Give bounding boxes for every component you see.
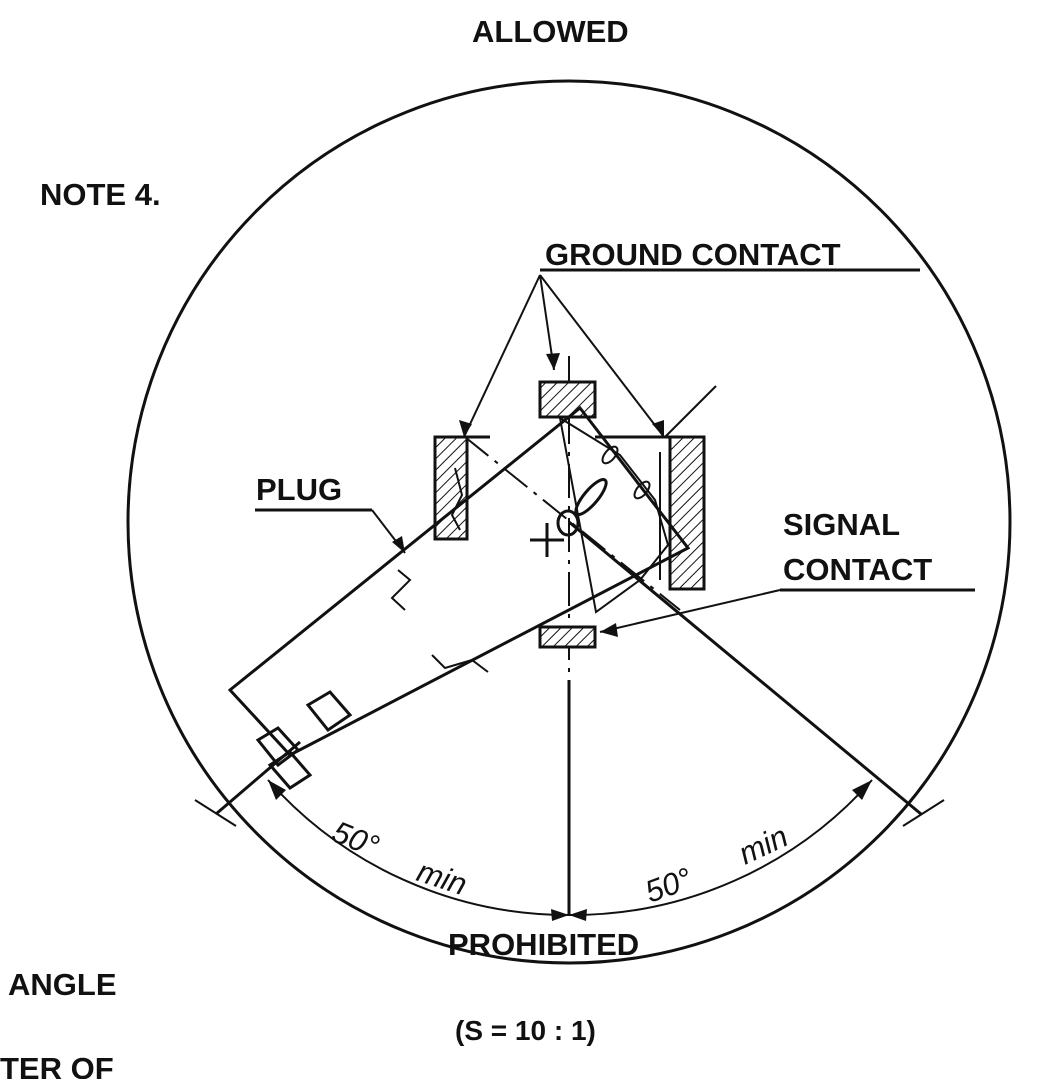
ground-contact-left xyxy=(433,435,469,541)
plug-tip-outline xyxy=(558,415,670,614)
signal-pin-slot xyxy=(574,478,608,516)
arrowhead-ground-right xyxy=(652,420,664,437)
plug-tail-small-square xyxy=(305,690,353,733)
label-ground-contact: GROUND CONTACT xyxy=(545,237,841,272)
arrowhead-angle-left-end xyxy=(551,909,569,921)
label-side-cut: TER OF xyxy=(0,1051,114,1079)
label-allowed: ALLOWED xyxy=(472,14,629,49)
tick-right xyxy=(902,799,945,827)
arrowhead-plug xyxy=(392,536,405,553)
label-plug: PLUG xyxy=(256,472,342,507)
signal-contact-block xyxy=(538,625,597,649)
plug-break-mark-left xyxy=(450,467,464,531)
label-scale: (S = 10 : 1) xyxy=(455,1015,596,1046)
label-side-angle: ANGLE xyxy=(8,967,117,1002)
angle-arc-left xyxy=(267,779,570,917)
diagonal-centerline xyxy=(464,436,681,611)
plug-break-mark-lower xyxy=(431,654,489,673)
arrowhead-angle-right-end xyxy=(852,780,872,800)
leader-ground-left xyxy=(463,274,541,438)
boundary-circle xyxy=(126,79,1012,965)
arrowhead-angle-left-start xyxy=(268,780,286,800)
label-angle-right-value: 50° xyxy=(640,861,696,910)
label-prohibited: PROHIBITED xyxy=(448,927,639,962)
tip-slot-a xyxy=(601,445,619,465)
label-angle-left-value: 50° xyxy=(327,814,384,864)
leader-ground-right xyxy=(539,274,665,438)
center-pin xyxy=(556,509,580,537)
tick-left xyxy=(194,799,237,827)
arrowhead-angle-right-start xyxy=(569,909,587,921)
label-signal-line1: SIGNAL xyxy=(783,507,900,542)
plug-break-mark-upper xyxy=(390,569,412,611)
right-limit-line xyxy=(568,520,922,816)
angle-arc-right xyxy=(568,779,873,917)
tip-slot-b xyxy=(633,480,651,500)
label-angle-left-min: min xyxy=(413,853,471,902)
plug-tail-square-b xyxy=(267,750,313,790)
arrowhead-signal xyxy=(600,623,618,637)
arrowhead-ground-top xyxy=(546,353,560,370)
ground-contact-top xyxy=(538,380,597,419)
plug-tail-square-a xyxy=(255,726,301,768)
leader-signal xyxy=(599,589,781,633)
label-signal-line2: CONTACT xyxy=(783,552,932,587)
ground-contact-right xyxy=(668,435,706,591)
arrowhead-ground-left xyxy=(459,420,472,437)
tip-extension-line xyxy=(664,385,717,438)
label-note: NOTE 4. xyxy=(40,177,161,212)
label-angle-right-min: min xyxy=(733,819,793,872)
